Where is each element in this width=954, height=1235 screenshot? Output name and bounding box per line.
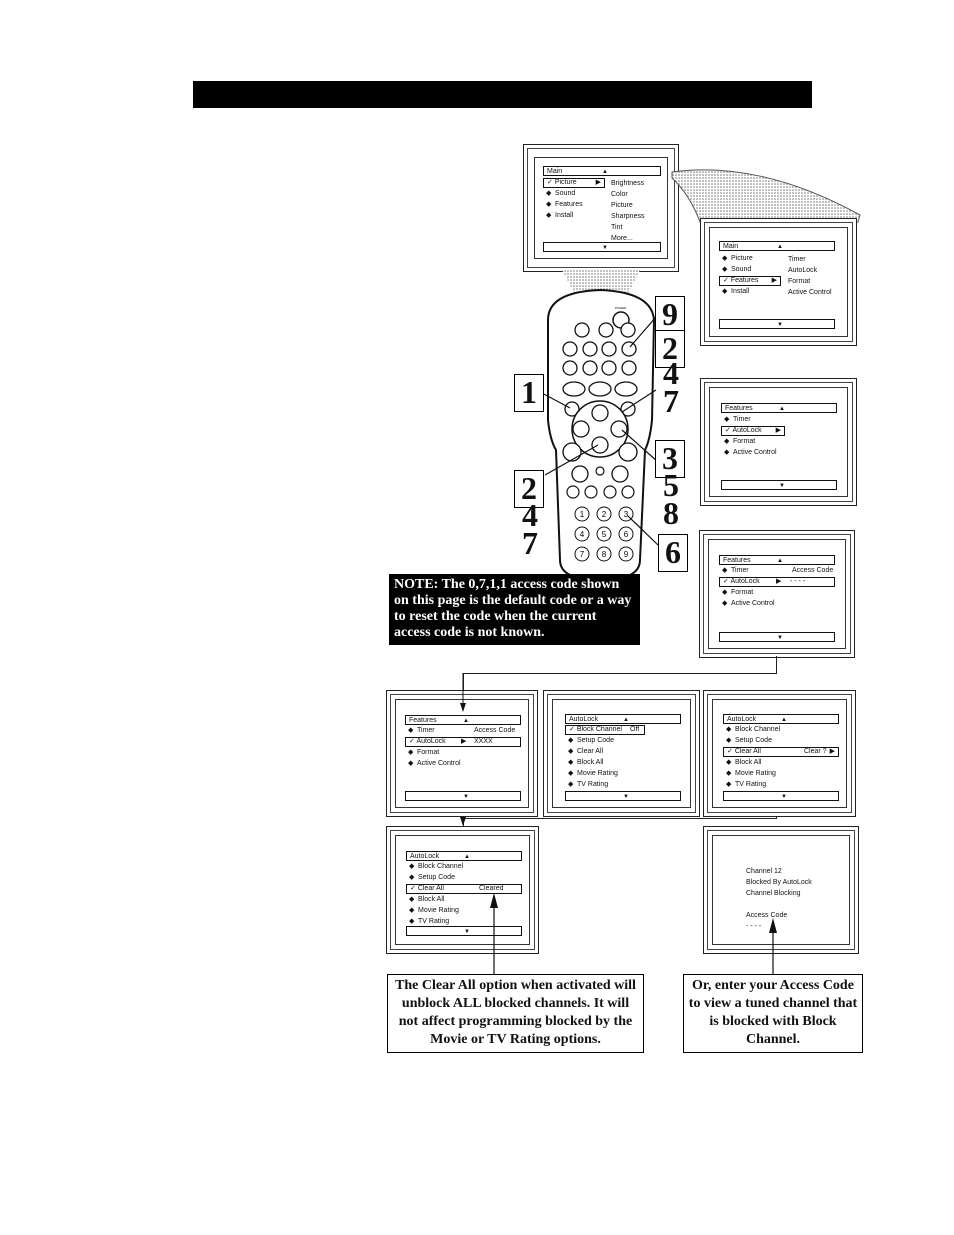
menu-title-bar: Features▲ [719, 555, 835, 565]
menu-item-block-channel: ◆Block Channel [409, 863, 464, 870]
svg-text:1: 1 [580, 510, 585, 519]
menu-item-setup-code: ◆Setup Code [726, 737, 772, 744]
step-number-7: 7 [663, 383, 679, 419]
menu-item-movie-rating: ◆Movie Rating [568, 770, 618, 777]
menu-item-autolock-selected: ✓ AutoLock▶ [721, 426, 785, 436]
tv-screen-main-menu: Main▲ ✓ Picture▶ ◆Sound ◆Features ◆Insta… [523, 144, 679, 272]
menu-item-autolock-selected: ✓ AutoLock▶- - - - [719, 577, 835, 587]
menu-item-install: ◆Install [546, 212, 574, 219]
svg-text:2: 2 [602, 510, 607, 519]
step-number-4: 4 [663, 355, 679, 391]
menu-bottom-bar: ▼ [719, 632, 835, 642]
svg-text:4: 4 [580, 530, 585, 539]
caption-access-code: Or, enter your Access Code to view a tun… [683, 974, 863, 1053]
tv-screen-main-features: Main▲ ◆Picture ◆Sound ✓ Features▶ ◆Insta… [700, 218, 857, 346]
menu-title-bar: Main▲ [543, 166, 661, 176]
menu-item-movie-rating: ◆Movie Rating [726, 770, 776, 777]
nav-ring [571, 400, 629, 458]
menu-bottom-bar: ▼ [543, 242, 661, 252]
menu-item-block-all: ◆Block All [568, 759, 604, 766]
svg-text:9: 9 [624, 550, 629, 559]
connector-line [463, 673, 777, 674]
menu-item-block-channel: ◆Block Channel [726, 726, 781, 733]
svg-text:5: 5 [602, 530, 607, 539]
power-label: POWER [615, 306, 627, 310]
caption-clear-all: The Clear All option when activated will… [387, 974, 644, 1053]
menu-item-features-selected: ✓ Features▶ [719, 276, 781, 286]
menu-item-sound: ◆Sound [546, 190, 576, 197]
menu-item-format: ◆Format [722, 589, 754, 596]
menu-title-bar: Features▲ [405, 715, 521, 725]
connector-line [776, 656, 777, 674]
svg-text:3: 3 [624, 510, 629, 519]
step-number-8: 8 [663, 495, 679, 531]
tv-screen-blocked-channel: Channel 12 Blocked By AutoLock Channel B… [703, 826, 859, 954]
picture-submenu: Brightness Color Picture Sharpness Tint … [611, 180, 645, 242]
step-number-7b: 7 [522, 525, 538, 561]
menu-item-tv-rating: ◆TV Rating [726, 781, 767, 788]
step-number-4b: 4 [522, 497, 538, 533]
menu-item-active-control: ◆Active Control [724, 449, 777, 456]
menu-item-features: ◆Features [546, 201, 583, 208]
step-number-9: 9 [655, 296, 685, 334]
menu-item-clear-all: ◆Clear All [568, 748, 604, 755]
number-keypad: 1 2 3 4 5 6 7 8 9 [574, 506, 634, 562]
menu-title-bar: AutoLock▲ [406, 851, 522, 861]
menu-item-install: ◆Install [722, 288, 750, 295]
menu-item-picture-selected: ✓ Picture▶ [543, 178, 605, 188]
menu-item-timer: ◆Timer [724, 416, 751, 423]
blocked-info: Channel 12 Blocked By AutoLock Channel B… [746, 868, 812, 930]
step-number-2: 2 [655, 330, 685, 368]
menu-item-active-control: ◆Active Control [408, 760, 461, 767]
menu-bottom-bar: ▼ [719, 319, 835, 329]
menu-bottom-bar: ▼ [721, 480, 837, 490]
tv-screen-clear-all-prompt: AutoLock▲ ◆Block Channel ◆Setup Code ✓ C… [703, 690, 856, 817]
step-number-5: 5 [663, 467, 679, 503]
menu-bottom-bar: ▼ [405, 791, 521, 801]
tv-screen-cleared: AutoLock▲ ◆Block Channel ◆Setup Code ✓ C… [386, 826, 539, 954]
svg-text:8: 8 [602, 550, 607, 559]
menu-item-format: ◆Format [724, 438, 756, 445]
menu-item-active-control: ◆Active Control [722, 600, 775, 607]
step-number-1: 1 [514, 374, 544, 412]
menu-item-sound: ◆Sound [722, 266, 752, 273]
menu-item-block-all: ◆Block All [726, 759, 762, 766]
step-number-6: 6 [658, 534, 688, 572]
step-number-3: 3 [655, 440, 685, 478]
svg-text:7: 7 [580, 550, 585, 559]
menu-bottom-bar: ▼ [406, 926, 522, 936]
menu-title-bar: AutoLock▲ [565, 714, 681, 724]
menu-bottom-bar: ▼ [723, 791, 839, 801]
note-default-access-code: NOTE: The 0,7,1,1 access code shown on t… [389, 574, 640, 645]
menu-item-format: ◆Format [408, 749, 440, 756]
svg-text:6: 6 [624, 530, 629, 539]
features-submenu: Timer AutoLock Format Active Control [788, 256, 832, 296]
menu-item-tv-rating: ◆TV Rating [568, 781, 609, 788]
menu-item-autolock-selected: ✓ AutoLock▶XXXX [405, 737, 521, 747]
menu-item-setup-code: ◆Setup Code [568, 737, 614, 744]
menu-item-setup-code: ◆Setup Code [409, 874, 455, 881]
menu-title-bar: Main▲ [719, 241, 835, 251]
menu-item-tv-rating: ◆TV Rating [409, 918, 450, 925]
menu-title-bar: AutoLock▲ [723, 714, 839, 724]
connector-line [463, 818, 777, 819]
menu-bottom-bar: ▼ [565, 791, 681, 801]
menu-item-movie-rating: ◆Movie Rating [409, 907, 459, 914]
menu-title-bar: Features▲ [721, 403, 837, 413]
tv-screen-features-autolock: Features▲ ◆Timer ✓ AutoLock▶ ◆Format ◆Ac… [700, 378, 857, 506]
header-bar [193, 81, 812, 108]
menu-item-block-all: ◆Block All [409, 896, 445, 903]
step-number-2b: 2 [514, 470, 544, 508]
menu-item-picture: ◆Picture [722, 255, 753, 262]
